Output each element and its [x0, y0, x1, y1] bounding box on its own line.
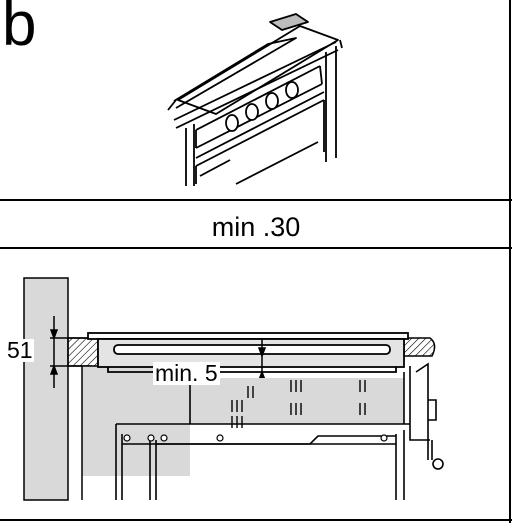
side-wall [23, 277, 69, 501]
knob-3-icon [265, 92, 279, 110]
oven-control-knobs [225, 81, 299, 132]
knob-4-icon [285, 81, 299, 99]
screw-icon [160, 434, 168, 442]
hob-plate [87, 332, 409, 373]
worktop-right-section [403, 337, 436, 357]
knob-2-icon [245, 103, 259, 121]
knob-1-icon [225, 114, 239, 132]
screw-icon [123, 434, 131, 442]
worktop-left-section [67, 337, 99, 367]
top-clearance-dimension: min .30 [211, 211, 301, 242]
screw-icon [147, 434, 155, 442]
height-dimension-label: 51 [6, 337, 34, 363]
ventilation-slots [231, 380, 366, 428]
screw-icon [380, 434, 388, 442]
gap-dimension-label: min. 5 [153, 360, 220, 386]
oven-isometric-illustration [167, 13, 343, 186]
screw-icon [216, 434, 224, 442]
screws [123, 434, 388, 442]
panel-label: b [2, 0, 37, 59]
